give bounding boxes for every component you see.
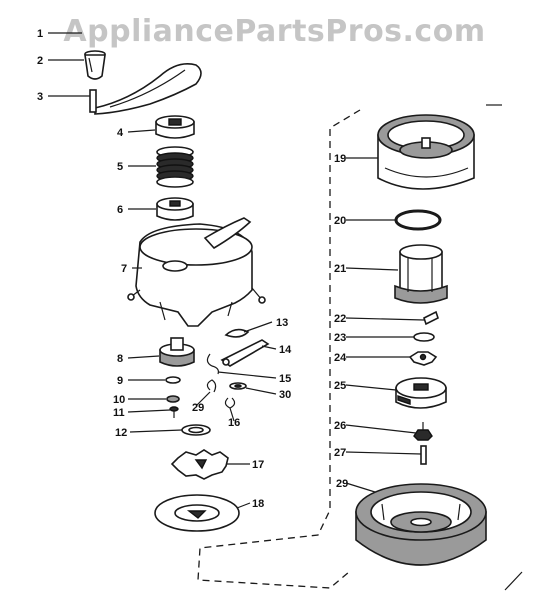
callout-25: 25 [334, 380, 346, 392]
part-22-key[interactable] [423, 310, 439, 326]
callout-22: 22 [334, 313, 346, 325]
callout-24: 24 [334, 352, 347, 364]
part-3-crank-arm[interactable] [89, 63, 202, 115]
callout-7: 7 [121, 263, 127, 275]
callout-15: 15 [279, 373, 291, 385]
part-10-washer[interactable] [166, 395, 180, 403]
callout-26: 26 [334, 420, 346, 432]
part-21-drive-unit[interactable] [394, 244, 448, 304]
callout-13: 13 [276, 317, 288, 329]
leader-lines [48, 32, 523, 591]
callout-30: 30 [279, 389, 291, 401]
callout-27: 27 [334, 447, 346, 459]
part-8-gear[interactable] [159, 337, 195, 367]
part-29-clip[interactable] [206, 379, 217, 393]
callout-19: 19 [334, 153, 346, 165]
part-30-washer[interactable] [229, 382, 247, 390]
part-27-pin[interactable] [420, 445, 427, 465]
callout-14: 14 [279, 344, 292, 356]
part-16-spring[interactable] [224, 397, 236, 409]
part-29-basket[interactable] [355, 483, 487, 566]
callout-16: 16 [228, 417, 240, 429]
part-13-clip[interactable] [224, 328, 250, 338]
part-4-hub[interactable] [155, 115, 195, 139]
part-12-ring[interactable] [181, 424, 211, 436]
callout-20: 20 [334, 215, 346, 227]
callout-8: 8 [117, 353, 123, 365]
part-7-housing-cover[interactable] [127, 217, 266, 327]
callout-17: 17 [252, 459, 264, 471]
part-2-knob[interactable] [84, 50, 106, 80]
callout-29-left: 29 [192, 402, 204, 414]
part-11-screw[interactable] [169, 406, 179, 418]
callout-3: 3 [37, 91, 43, 103]
callout-1: 1 [37, 28, 43, 40]
callout-23: 23 [334, 332, 346, 344]
assembly-boundary-line [197, 109, 361, 589]
part-14-lever[interactable] [220, 339, 270, 367]
callout-29-right: 29 [336, 478, 348, 490]
part-25-hub[interactable] [395, 377, 447, 409]
part-19-ring-gear-housing[interactable] [377, 114, 475, 190]
part-18-disc[interactable] [154, 494, 240, 532]
part-24-cam[interactable] [408, 351, 438, 366]
callout-11: 11 [113, 407, 125, 419]
part-5-spring[interactable] [156, 146, 194, 188]
callout-2: 2 [37, 55, 43, 67]
part-15-spring-clip[interactable] [206, 353, 219, 375]
part-23-washer[interactable] [413, 332, 435, 342]
callout-5: 5 [117, 161, 123, 173]
callout-6: 6 [117, 204, 123, 216]
part-26-nut[interactable] [413, 422, 433, 441]
callout-4: 4 [117, 127, 124, 139]
part-17-star-plate[interactable] [170, 449, 229, 480]
part-6-cup[interactable] [156, 197, 194, 221]
part-20-o-ring[interactable] [394, 209, 442, 231]
callout-18: 18 [252, 498, 264, 510]
part-9-washer[interactable] [165, 376, 181, 384]
callout-21: 21 [334, 263, 346, 275]
callout-10: 10 [113, 394, 125, 406]
watermark-text: AppliancePartsPros.com [63, 14, 486, 49]
callout-9: 9 [117, 375, 123, 387]
callout-12: 12 [115, 427, 127, 439]
